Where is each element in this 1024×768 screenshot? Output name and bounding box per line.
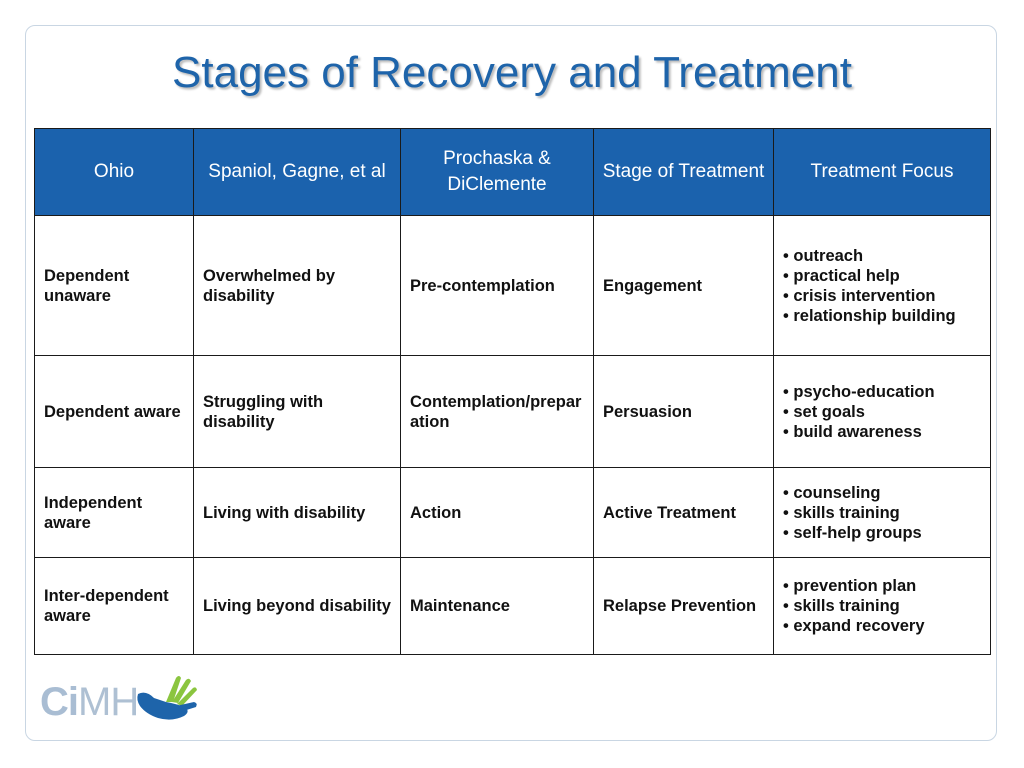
table-row: Inter-dependent aware Living beyond disa…	[34, 557, 991, 655]
focus-item: outreach	[783, 246, 981, 266]
focus-item: self-help groups	[783, 523, 981, 543]
cell-prochaska: Action	[400, 467, 594, 558]
cell-stage: Active Treatment	[593, 467, 774, 558]
header-stage-of-treatment: Stage of Treatment	[593, 128, 774, 216]
focus-list: psycho-education set goals build awarene…	[783, 382, 981, 442]
cell-stage: Persuasion	[593, 355, 774, 468]
header-row: Ohio Spaniol, Gagne, et al Prochaska & D…	[34, 128, 991, 216]
cell-focus: psycho-education set goals build awarene…	[773, 355, 991, 468]
logo-wordmark: CiMH	[40, 680, 139, 724]
cell-focus: prevention plan skills training expand r…	[773, 557, 991, 655]
cell-spaniol: Overwhelmed by disability	[193, 215, 401, 356]
cell-prochaska: Contemplation/preparation	[400, 355, 594, 468]
cell-spaniol: Living with disability	[193, 467, 401, 558]
cell-prochaska: Pre-contemplation	[400, 215, 594, 356]
table-row: Independent aware Living with disability…	[34, 467, 991, 558]
table-row: Dependent unaware Overwhelmed by disabil…	[34, 215, 991, 356]
logo-text-mh: MH	[78, 680, 139, 724]
focus-item: prevention plan	[783, 576, 981, 596]
cell-ohio: Independent aware	[34, 467, 194, 558]
header-spaniol: Spaniol, Gagne, et al	[193, 128, 401, 216]
cell-focus: counseling skills training self-help gro…	[773, 467, 991, 558]
focus-list: prevention plan skills training expand r…	[783, 576, 981, 636]
hands-icon	[137, 676, 197, 720]
recovery-stages-table: Ohio Spaniol, Gagne, et al Prochaska & D…	[34, 128, 991, 655]
cell-stage: Engagement	[593, 215, 774, 356]
focus-item: build awareness	[783, 422, 981, 442]
logo-text-ci: Ci	[40, 680, 79, 724]
cell-ohio: Inter-dependent aware	[34, 557, 194, 655]
focus-item: set goals	[783, 402, 981, 422]
cell-prochaska: Maintenance	[400, 557, 594, 655]
slide-title: Stages of Recovery and Treatment	[172, 48, 852, 97]
cimh-logo: CiMH	[40, 676, 210, 726]
table-row: Dependent aware Struggling with disabili…	[34, 355, 991, 468]
cell-ohio: Dependent unaware	[34, 215, 194, 356]
cell-spaniol: Struggling with disability	[193, 355, 401, 468]
focus-item: skills training	[783, 503, 981, 523]
header-ohio: Ohio	[34, 128, 194, 216]
focus-item: skills training	[783, 596, 981, 616]
focus-item: crisis intervention	[783, 286, 981, 306]
focus-item: psycho-education	[783, 382, 981, 402]
cell-ohio: Dependent aware	[34, 355, 194, 468]
focus-item: expand recovery	[783, 616, 981, 636]
header-prochaska: Prochaska & DiClemente	[400, 128, 594, 216]
focus-item: practical help	[783, 266, 981, 286]
cell-spaniol: Living beyond disability	[193, 557, 401, 655]
focus-list: outreach practical help crisis intervent…	[783, 246, 981, 326]
focus-item: relationship building	[783, 306, 981, 326]
cell-focus: outreach practical help crisis intervent…	[773, 215, 991, 356]
header-treatment-focus: Treatment Focus	[773, 128, 991, 216]
focus-list: counseling skills training self-help gro…	[783, 483, 981, 543]
focus-item: counseling	[783, 483, 981, 503]
cell-stage: Relapse Prevention	[593, 557, 774, 655]
